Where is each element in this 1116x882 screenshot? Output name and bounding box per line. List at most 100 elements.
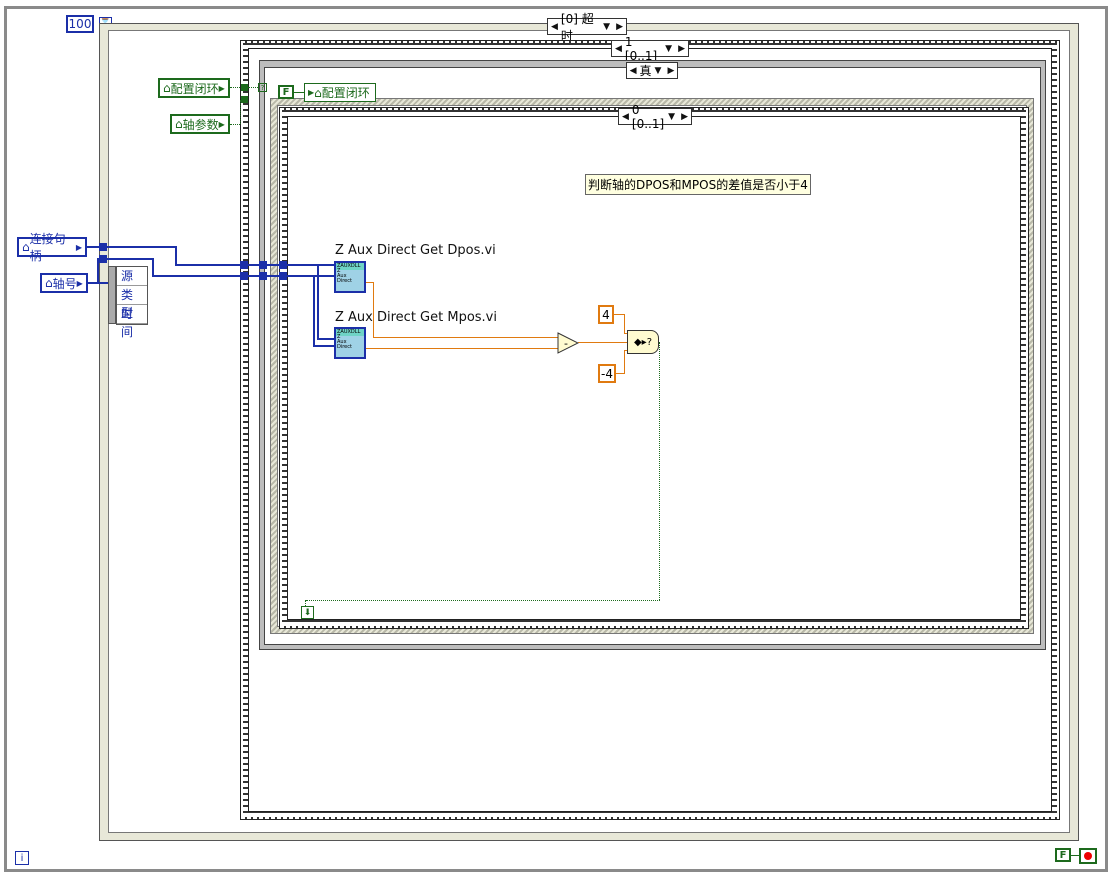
stop-false-constant[interactable]: F <box>1055 848 1071 862</box>
get-mpos-vi[interactable]: ZAUXDLL Z Aux Direct <box>334 327 366 359</box>
lower-wire <box>624 350 628 351</box>
dpos-wire <box>366 282 374 283</box>
lower-limit-constant[interactable]: -4 <box>598 364 616 383</box>
handle-wire <box>87 246 175 248</box>
outer-sequence-selector[interactable]: ◀ 1 [0..1] ▼ ▶ <box>611 35 689 63</box>
iteration-info-icon: i <box>15 851 29 865</box>
event-case-label: [0] 超时 <box>560 11 594 43</box>
dropdown-arrow-icon[interactable]: ▼ <box>603 21 611 32</box>
tunnel <box>240 272 248 280</box>
timeout-constant[interactable]: 100 <box>66 15 94 33</box>
tunnel <box>241 96 248 103</box>
left-arrow-icon[interactable]: ◀ <box>622 111 629 122</box>
lower-limit-value: -4 <box>601 366 613 381</box>
false-constant-label: F <box>282 86 290 98</box>
get-mpos-label: Z Aux Direct Get Mpos.vi <box>335 310 497 325</box>
left-arrow-icon[interactable]: ◀ <box>551 21 558 32</box>
tunnel <box>99 243 107 251</box>
connection-handle-control[interactable]: ⌂连接句柄 ▶ <box>17 232 87 263</box>
upper-wire <box>624 333 628 334</box>
handle-wire <box>317 264 335 266</box>
inner-sequence-label: 0 [0..1] <box>631 102 665 131</box>
home-icon: ⌂ <box>163 81 171 95</box>
block-diagram <box>4 6 1108 872</box>
cluster-wire <box>240 100 241 124</box>
config-closed-loop-local-var[interactable]: ▶⌂配置闭环 <box>304 83 376 102</box>
bool-wire <box>294 92 304 93</box>
bool-wire <box>230 87 242 88</box>
tunnel <box>259 261 267 269</box>
vi-icon-text: Direct <box>337 278 352 284</box>
comment-label: 判断轴的DPOS和MPOS的差值是否小于4 <box>585 174 811 195</box>
bool-result-wire <box>306 600 660 601</box>
home-icon: ⌂ <box>22 240 30 254</box>
terminal-arrow-icon: ▶ <box>308 88 315 97</box>
inner-sequence-selector[interactable]: ◀ 0 [0..1] ▼ ▶ <box>618 103 692 131</box>
upper-limit-constant[interactable]: 4 <box>598 305 614 324</box>
inner-sequence-inner <box>287 116 1021 620</box>
timeout-value: 100 <box>68 17 92 31</box>
upper-wire <box>624 314 625 334</box>
outer-sequence-label: 1 [0..1] <box>624 34 658 63</box>
event-data-node[interactable]: 源 类型 时间 <box>116 266 148 339</box>
bool-result-wire <box>305 600 306 608</box>
axis-wire <box>97 258 99 284</box>
config-closed-loop-label: 配置闭环 <box>170 81 219 96</box>
vi-icon-text: Direct <box>337 344 352 350</box>
axis-wire <box>97 258 152 260</box>
dropdown-arrow-icon[interactable]: ▼ <box>654 65 662 76</box>
right-arrow-icon[interactable]: ▶ <box>678 43 685 54</box>
axis-params-control[interactable]: ⌂轴参数▶ <box>170 114 230 134</box>
mpos-wire <box>366 348 559 349</box>
in-range-coerce-node[interactable]: ◆▸? <box>627 330 659 354</box>
axis-wire <box>152 275 314 277</box>
home-icon: ⌂ <box>45 276 53 290</box>
left-arrow-icon[interactable]: ◀ <box>615 43 622 54</box>
bool-result-wire <box>659 342 660 600</box>
lower-wire <box>624 350 625 374</box>
dropdown-arrow-icon[interactable]: ▼ <box>665 43 673 54</box>
left-arrow-icon[interactable]: ◀ <box>629 65 637 76</box>
config-closed-loop-local-label: 配置闭环 <box>321 86 370 100</box>
loop-condition-icon[interactable]: ⬇ <box>301 606 314 619</box>
dpos-wire <box>373 337 559 338</box>
config-closed-loop-control[interactable]: ⌂配置闭环▶ <box>158 78 230 98</box>
home-icon: ⌂ <box>314 85 322 100</box>
terminal-arrow-icon: ▶ <box>218 119 225 129</box>
axis-wire <box>313 275 315 347</box>
dropdown-arrow-icon[interactable]: ▼ <box>668 111 676 122</box>
stop-icon <box>1084 852 1092 860</box>
event-data-source: 源 <box>117 267 147 286</box>
tunnel <box>279 261 287 269</box>
case-selector[interactable]: ◀ 真 ▼ ▶ <box>626 62 678 79</box>
vi-icon-text: Aux <box>337 273 347 279</box>
home-icon: ⌂ <box>175 117 183 131</box>
false-constant[interactable]: F <box>278 85 294 99</box>
cluster-wire <box>230 124 240 125</box>
event-case-selector[interactable]: ◀ [0] 超时 ▼ ▶ <box>547 12 627 43</box>
vi-icon-text: Aux <box>337 339 347 345</box>
subtract-node[interactable]: - <box>557 332 579 354</box>
right-arrow-icon[interactable]: ▶ <box>667 65 675 76</box>
axis-params-label: 轴参数 <box>182 117 219 132</box>
right-arrow-icon[interactable]: ▶ <box>616 21 623 32</box>
stop-terminal[interactable] <box>1079 848 1097 864</box>
terminal-arrow-icon: ▶ <box>75 242 82 252</box>
event-data-time: 时间 <box>117 305 147 339</box>
right-arrow-icon[interactable]: ▶ <box>681 111 688 122</box>
bool-wire <box>248 87 258 88</box>
tunnel <box>279 272 287 280</box>
dpos-wire <box>373 282 374 338</box>
vi-icon-text: Z <box>337 268 341 274</box>
subtract-symbol: - <box>564 337 568 350</box>
connection-handle-label: 连接句柄 <box>29 232 66 263</box>
axis-number-control[interactable]: ⌂轴号▶ <box>40 273 88 293</box>
terminal-arrow-icon: ▶ <box>218 83 225 93</box>
get-dpos-vi[interactable]: ZAUXDLL Z Aux Direct <box>334 261 366 293</box>
case-selector-terminal: ? <box>258 83 267 92</box>
handle-wire <box>317 338 335 340</box>
tunnel <box>240 261 248 269</box>
upper-limit-value: 4 <box>602 307 610 322</box>
case-label: 真 <box>639 64 652 78</box>
upper-wire <box>614 314 624 315</box>
